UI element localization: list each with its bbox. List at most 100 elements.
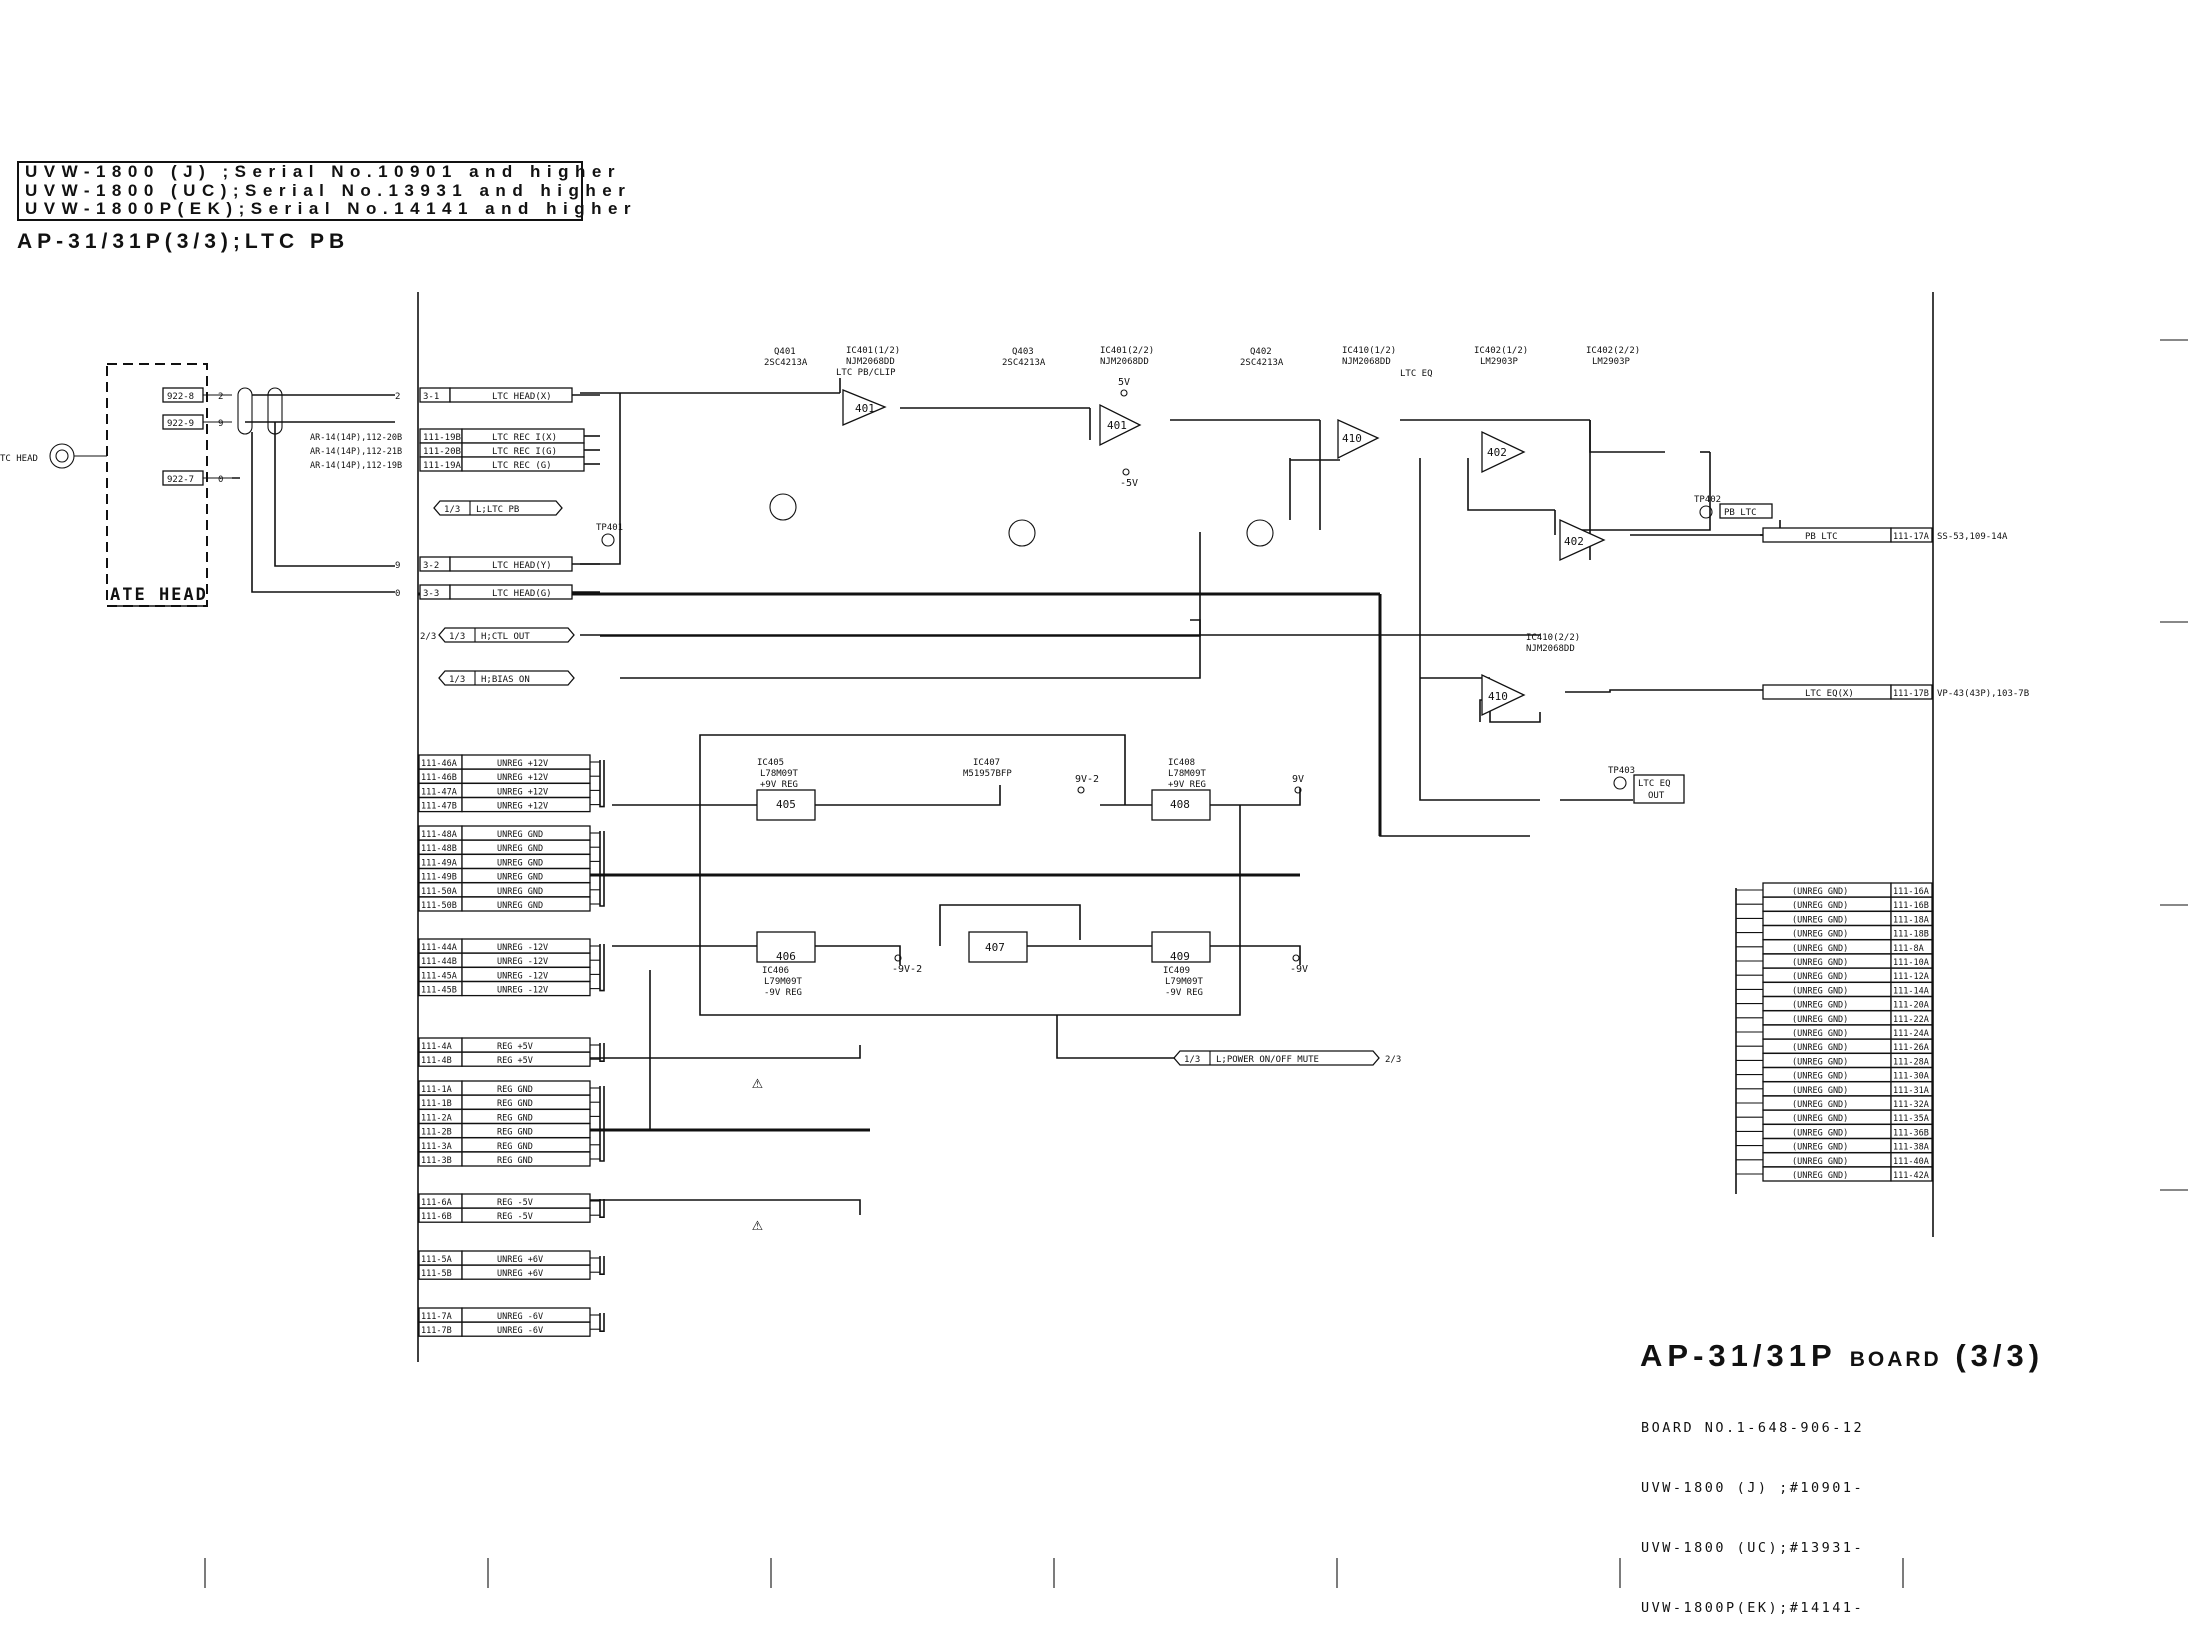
- svg-text:406: 406: [776, 950, 796, 963]
- right-connector-table: (UNREG GND)111-16A(UNREG GND)111-16B(UNR…: [1735, 882, 1933, 1194]
- head-pin-label: 922-9: [167, 419, 194, 429]
- connector-label: UNREG -12V: [497, 943, 548, 953]
- board-title-part: (3/3): [1955, 1338, 2045, 1373]
- ic-label: IC410(1/2): [1342, 346, 1396, 356]
- flag-label: H;BIAS ON: [481, 675, 530, 685]
- output-destination: VP-43(43P),103-7B: [1937, 689, 2029, 699]
- connector-label: REG GND: [497, 1156, 533, 1166]
- connector-pin: 111-50B: [421, 901, 457, 911]
- right-connector-row: (UNREG GND)111-28A: [1736, 1052, 1933, 1069]
- connector-pin: 111-14A: [1893, 986, 1929, 996]
- connector-bus-tie: [599, 1199, 605, 1218]
- ic-label: L78M09T: [760, 769, 799, 779]
- connector-pin: 111-6A: [421, 1198, 452, 1208]
- board-serial-j: UVW-1800 (J) ;#10901-: [1641, 1480, 1865, 1496]
- connector-pin: 111-49B: [421, 873, 457, 883]
- board-serial-ek: UVW-1800P(EK);#14141-: [1641, 1600, 1865, 1616]
- test-point-name: TP402: [1694, 495, 1721, 505]
- ic-label: IC410(2/2): [1526, 633, 1580, 643]
- connector-label: UNREG -12V: [497, 986, 548, 996]
- connector-label: UNREG GND: [497, 873, 543, 883]
- input-signal-label: LTC HEAD(G): [492, 589, 552, 599]
- svg-text:401: 401: [855, 402, 875, 415]
- flag-label: L;POWER ON/OFF MUTE: [1216, 1055, 1319, 1065]
- power-flags: ⚠⚠: [752, 1072, 763, 1235]
- connector-pin: 111-46B: [421, 773, 457, 783]
- svg-text:407: 407: [985, 941, 1005, 954]
- svg-text:405: 405: [776, 798, 796, 811]
- transistor-name: Q403: [1012, 347, 1034, 357]
- right-connector-row: (UNREG GND)111-10A: [1736, 953, 1933, 969]
- transistor-name: Q401: [774, 347, 796, 357]
- connector-label: UNREG GND: [497, 844, 543, 854]
- head-pin-number: 2: [218, 392, 223, 402]
- transistors: [769, 493, 1274, 547]
- connector-pin: 111-10A: [1893, 958, 1929, 968]
- test-point-label: PB LTC: [1724, 508, 1757, 518]
- connector-pin: 111-5B: [421, 1269, 452, 1279]
- connector-pin: 111-3A: [421, 1142, 452, 1152]
- output-label: PB LTC: [1805, 532, 1838, 542]
- ic-label: IC401(2/2): [1100, 346, 1154, 356]
- connector-label: (UNREG GND): [1792, 1171, 1848, 1181]
- svg-text:410: 410: [1342, 432, 1362, 445]
- flag-ref: 1/3: [449, 675, 465, 685]
- connector-bus-tie: [599, 1086, 605, 1162]
- input-signal-label: LTC REC (G): [492, 461, 552, 471]
- connector-pin: 111-7B: [421, 1326, 452, 1336]
- connector-pin: 111-47B: [421, 802, 457, 812]
- svg-text:401: 401: [1107, 419, 1127, 432]
- connector-label: (UNREG GND): [1792, 1100, 1848, 1110]
- tc-head-label: TC HEAD: [0, 454, 38, 464]
- right-connector-row: (UNREG GND)111-38A: [1736, 1137, 1933, 1154]
- rail-label: 5V: [1118, 377, 1130, 388]
- right-connector-row: (UNREG GND)111-16B: [1736, 896, 1933, 912]
- board-number: BOARD NO.1-648-906-12: [1641, 1420, 1865, 1436]
- connector-pin: 111-35A: [1893, 1114, 1929, 1124]
- right-connector-row: (UNREG GND)111-31A: [1736, 1081, 1933, 1097]
- right-connector-row: (UNREG GND)111-18B: [1736, 924, 1933, 941]
- right-connector-row: (UNREG GND)111-20A: [1736, 995, 1933, 1012]
- connector-pin: 111-16B: [1893, 901, 1929, 911]
- right-connector-row: (UNREG GND)111-22A: [1736, 1010, 1933, 1026]
- connector-label: (UNREG GND): [1792, 1086, 1848, 1096]
- connector-label: REG -5V: [497, 1198, 533, 1208]
- ic-label: +9V REG: [1168, 780, 1206, 790]
- ic-label: L79M09T: [1165, 977, 1204, 987]
- head-wires: [232, 394, 395, 593]
- ic-label: IC402(2/2): [1586, 346, 1640, 356]
- connector-pin: 111-12A: [1893, 972, 1929, 982]
- input-pin-label: 111-19B: [423, 433, 461, 443]
- right-connector-row: (UNREG GND)111-30A: [1736, 1066, 1933, 1083]
- connector-pin: 111-46A: [421, 759, 457, 769]
- connector-pin: 111-18B: [1893, 930, 1929, 940]
- ic-label: NJM2068DD: [1100, 357, 1149, 367]
- rail-terminal: [1294, 786, 1302, 794]
- ic-label: IC405: [757, 758, 784, 768]
- right-connector-row: (UNREG GND)111-14A: [1736, 981, 1933, 998]
- output-destination: SS-53,109-14A: [1937, 532, 2008, 542]
- connector-pin: 111-44B: [421, 957, 457, 967]
- connector-label: REG GND: [497, 1099, 533, 1109]
- connector-bus-tie: [599, 831, 605, 907]
- rail-terminal: [1077, 786, 1085, 794]
- test-point-label: LTC EQ: [1638, 779, 1671, 789]
- connector-pin: 111-2B: [421, 1128, 452, 1138]
- flag-ref: 1/3: [449, 632, 465, 642]
- signal-flag: 1/3 H;BIAS ON: [438, 670, 575, 686]
